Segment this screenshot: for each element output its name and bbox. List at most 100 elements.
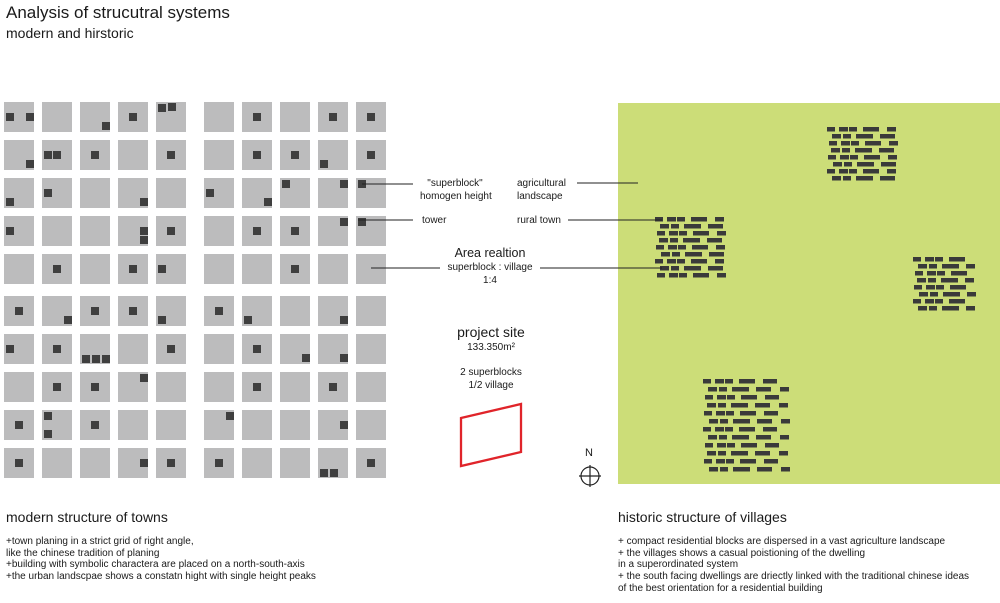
dwelling bbox=[770, 411, 778, 416]
tower bbox=[329, 383, 337, 391]
tower bbox=[167, 459, 175, 467]
dwelling bbox=[942, 306, 951, 311]
dwelling bbox=[937, 271, 945, 276]
dwelling bbox=[741, 435, 749, 440]
tower bbox=[53, 151, 61, 159]
dwelling bbox=[863, 169, 872, 174]
tower bbox=[15, 421, 23, 429]
dwelling bbox=[667, 259, 676, 264]
dwelling bbox=[919, 292, 928, 297]
label-superblock: "superblock" homogen height bbox=[420, 178, 492, 202]
dwelling bbox=[780, 435, 789, 440]
historic-heading: historic structure of villages bbox=[618, 509, 787, 525]
dwelling bbox=[757, 419, 766, 424]
superblock bbox=[204, 140, 234, 170]
superblock bbox=[156, 372, 186, 402]
dwelling bbox=[714, 238, 722, 243]
tower bbox=[6, 345, 14, 353]
tower bbox=[320, 469, 328, 477]
dwelling bbox=[731, 451, 740, 456]
dwelling bbox=[699, 259, 707, 264]
superblock bbox=[356, 372, 386, 402]
superblock bbox=[42, 448, 72, 478]
dwelling bbox=[659, 238, 668, 243]
dwelling bbox=[732, 387, 741, 392]
superblock bbox=[4, 254, 34, 284]
dwelling bbox=[959, 271, 967, 276]
dwelling bbox=[957, 257, 965, 262]
page-title: Analysis of strucutral systems bbox=[6, 3, 230, 22]
tower bbox=[44, 151, 52, 159]
modern-town-grid bbox=[4, 102, 386, 478]
dwelling bbox=[888, 155, 897, 160]
dwelling bbox=[720, 467, 728, 472]
dwelling bbox=[715, 379, 724, 384]
tower bbox=[53, 265, 61, 273]
dwelling bbox=[936, 285, 944, 290]
tower bbox=[26, 160, 34, 168]
dwelling bbox=[857, 162, 866, 167]
dwelling bbox=[762, 403, 770, 408]
dwelling bbox=[756, 387, 765, 392]
dwelling bbox=[691, 259, 700, 264]
dwelling bbox=[925, 257, 934, 262]
dwelling bbox=[850, 155, 858, 160]
dwelling bbox=[715, 266, 723, 271]
dwelling bbox=[887, 169, 896, 174]
dwelling bbox=[679, 273, 687, 278]
dwelling bbox=[851, 141, 859, 146]
dwelling bbox=[741, 443, 750, 448]
tower bbox=[253, 151, 261, 159]
dwelling bbox=[781, 467, 790, 472]
project-site-outline bbox=[459, 402, 523, 468]
tower bbox=[91, 383, 99, 391]
dwelling bbox=[856, 134, 865, 139]
tower bbox=[129, 113, 137, 121]
dwelling bbox=[748, 459, 756, 464]
dwelling bbox=[749, 395, 757, 400]
dwelling bbox=[872, 155, 880, 160]
dwelling bbox=[715, 259, 724, 264]
superblock bbox=[356, 296, 386, 326]
dwelling bbox=[667, 217, 676, 222]
superblock bbox=[280, 296, 310, 326]
dwelling bbox=[715, 217, 724, 222]
tower bbox=[44, 430, 52, 438]
dwelling bbox=[699, 217, 707, 222]
tower bbox=[291, 151, 299, 159]
tower bbox=[53, 383, 61, 391]
project-site-title: project site bbox=[457, 324, 525, 340]
dwelling bbox=[701, 231, 709, 236]
dwelling bbox=[763, 379, 772, 384]
dwelling bbox=[709, 419, 718, 424]
superblock bbox=[318, 254, 348, 284]
dwelling bbox=[718, 403, 726, 408]
tower bbox=[167, 227, 175, 235]
dwelling bbox=[733, 419, 742, 424]
tower bbox=[226, 412, 234, 420]
tower bbox=[26, 113, 34, 121]
superblock bbox=[280, 102, 310, 132]
dwelling bbox=[914, 285, 922, 290]
dwelling bbox=[755, 451, 764, 456]
dwelling bbox=[693, 273, 702, 278]
tower bbox=[330, 469, 338, 477]
dwelling bbox=[771, 443, 779, 448]
superblock bbox=[280, 372, 310, 402]
tower bbox=[340, 218, 348, 226]
dwelling bbox=[660, 266, 669, 271]
tower bbox=[291, 227, 299, 235]
dwelling bbox=[701, 273, 709, 278]
tower bbox=[340, 421, 348, 429]
dwelling bbox=[827, 169, 835, 174]
dwelling bbox=[844, 162, 852, 167]
superblock bbox=[356, 254, 386, 284]
dwelling bbox=[732, 435, 741, 440]
dwelling bbox=[949, 257, 958, 262]
tower bbox=[91, 307, 99, 315]
superblock bbox=[356, 410, 386, 440]
dwelling bbox=[705, 443, 713, 448]
tower bbox=[158, 316, 166, 324]
dwelling bbox=[841, 141, 850, 146]
